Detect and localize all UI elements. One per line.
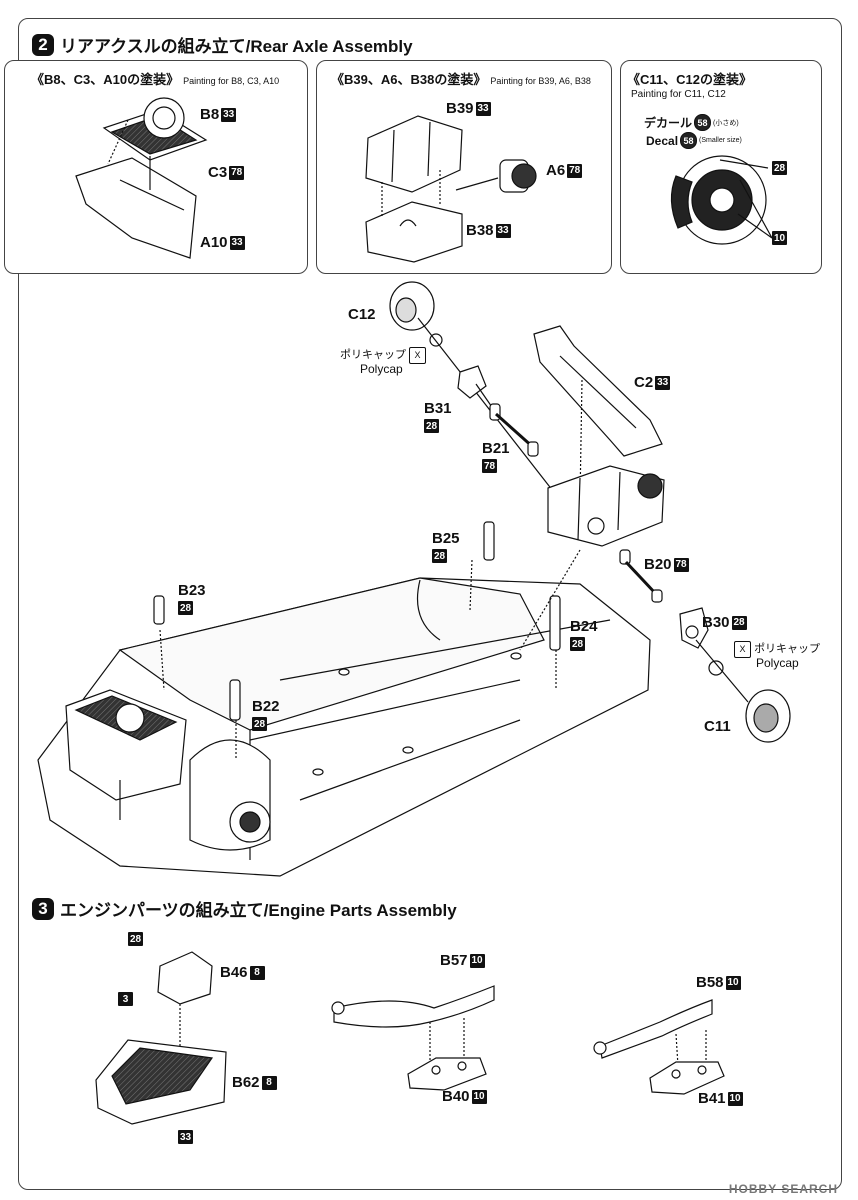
label-color-28-b46: 28: [128, 932, 143, 946]
polycap-right-en: Polycap: [756, 656, 799, 670]
part-drawing-b58: [593, 999, 713, 1067]
label-c12: C12: [348, 306, 376, 323]
part-drawing-b57: [331, 985, 495, 1060]
part-drawing-b30: [679, 607, 709, 649]
part-drawing-c11: [695, 639, 791, 743]
label-color-3: 3: [118, 992, 133, 1006]
polycap-right-drawing: [708, 660, 724, 676]
part-drawing-b39-a6-b38: [365, 115, 537, 263]
part-drawing-b40: [407, 1057, 487, 1091]
polycap-left-jp: ポリキャップ X: [340, 346, 427, 364]
step3-number: 3: [32, 897, 54, 920]
step2-header: 2 リアアクスルの組み立て/Rear Axle Assembly: [32, 32, 413, 57]
painting-box-2-title: 《B39、A6、B38の塗装》Painting for B39, A6, B38: [331, 72, 591, 87]
part-drawing-b20: [619, 549, 663, 603]
step3-header: 3 エンジンパーツの組み立て/Engine Parts Assembly: [32, 896, 457, 921]
part-drawing-c12: [389, 281, 561, 501]
painting-box-3-title: 《C11、C12の塗装》: [627, 72, 752, 87]
watermark: HOBBY SEARCH: [728, 1182, 838, 1196]
step2-title: リアアクスルの組み立て/Rear Axle Assembly: [60, 37, 413, 56]
step3-title: エンジンパーツの組み立て/Engine Parts Assembly: [60, 901, 457, 920]
part-drawing-c11-c12: [670, 155, 773, 245]
step2-number: 2: [32, 33, 54, 56]
label-color-33-b62: 33: [178, 1130, 193, 1144]
part-drawing-b8-c3-a10: [75, 97, 208, 259]
label-color-28: 28: [772, 161, 787, 175]
part-drawing-b31: [457, 365, 501, 421]
label-c11: C11: [704, 718, 731, 735]
page-frame: [18, 18, 842, 1190]
chassis-drawing: [37, 521, 651, 877]
painting-box-3-sub: Painting for C11, C12: [631, 89, 726, 100]
polycap-right-jp: X ポリキャップ: [734, 640, 820, 658]
polycap-left-en: Polycap: [360, 362, 403, 376]
painting-box-b39-a6-b38: 《B39、A6、B38の塗装》Painting for B39, A6, B38: [316, 60, 612, 274]
part-drawing-b41: [649, 1061, 725, 1095]
label-color-10: 10: [772, 231, 787, 245]
painting-box-1-title: 《B8、C3、A10の塗装》Painting for B8, C3, A10: [31, 72, 280, 87]
part-drawing-b46: [157, 951, 213, 1060]
part-drawing-gearbox: [547, 465, 665, 547]
part-drawing-b21: [494, 412, 539, 457]
part-drawing-b62: [95, 1039, 227, 1125]
